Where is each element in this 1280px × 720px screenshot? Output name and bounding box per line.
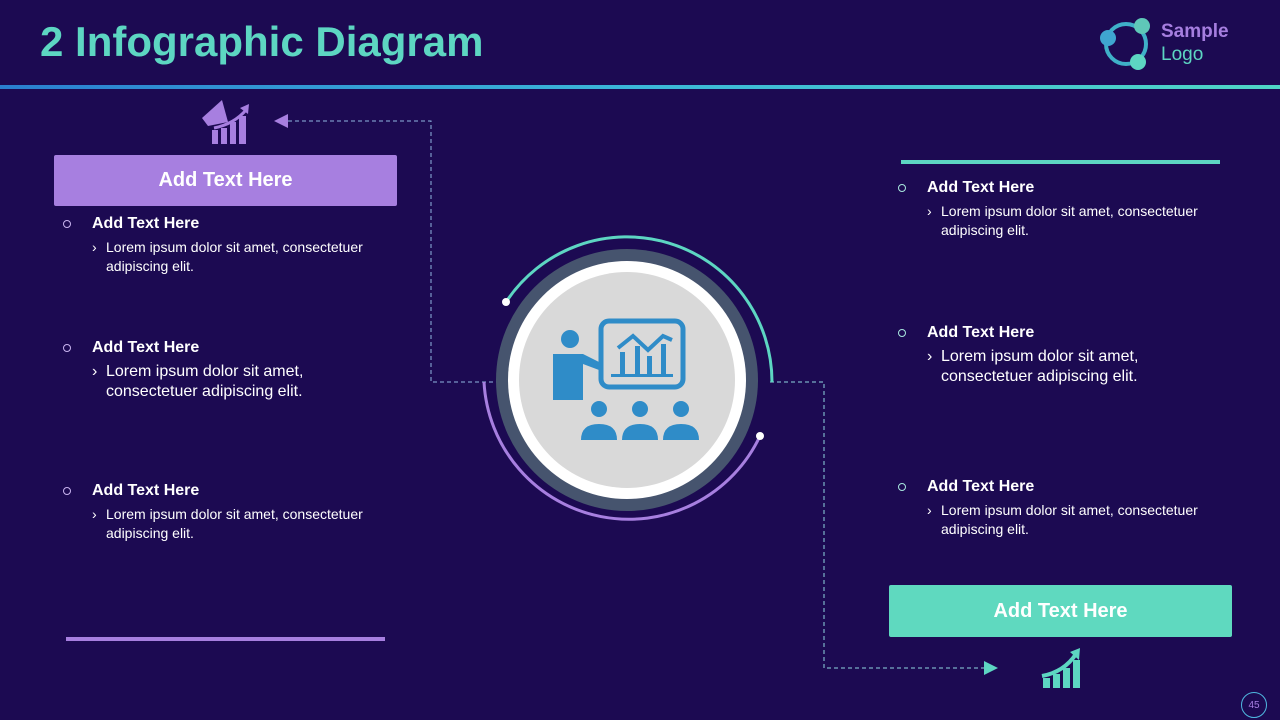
right-item-2: Add Text HereLorem ipsum dolor sit amet,… xyxy=(898,324,1198,387)
arrow-left-icon xyxy=(274,114,288,128)
logo-icon xyxy=(1100,18,1150,70)
megaphone-growth-icon xyxy=(202,100,249,144)
item-title: Add Text Here xyxy=(92,339,200,356)
item-desc: Lorem ipsum dolor sit amet, consectetuer… xyxy=(927,347,1198,387)
item-desc: Lorem ipsum dolor sit amet, consectetuer… xyxy=(927,202,1198,240)
connector-left xyxy=(288,120,497,383)
bullet-icon xyxy=(898,329,906,337)
bullet-icon xyxy=(63,220,71,228)
teal-arc xyxy=(504,235,774,383)
logo-text: Sample Logo xyxy=(1161,20,1229,66)
bullet-icon xyxy=(63,487,71,495)
item-desc: Lorem ipsum dolor sit amet, consectetuer… xyxy=(927,501,1198,539)
item-title: Add Text Here xyxy=(927,324,1035,341)
left-header-button[interactable]: Add Text Here xyxy=(54,155,397,206)
growth-chart-icon xyxy=(1041,648,1080,688)
header-divider xyxy=(0,85,1280,89)
left-item-1: Add Text HereLorem ipsum dolor sit amet,… xyxy=(63,215,363,276)
page-number: 45 xyxy=(1241,692,1267,718)
bullet-icon xyxy=(898,184,906,192)
right-header-button[interactable]: Add Text Here xyxy=(889,585,1232,637)
bullet-icon xyxy=(63,344,71,352)
presentation-icon xyxy=(553,318,699,440)
item-desc: Lorem ipsum dolor sit amet, consectetuer… xyxy=(92,238,363,276)
center-circle xyxy=(519,272,735,488)
item-desc: Lorem ipsum dolor sit amet, consectetuer… xyxy=(92,362,363,402)
item-desc: Lorem ipsum dolor sit amet, consectetuer… xyxy=(92,505,363,543)
item-title: Add Text Here xyxy=(927,478,1035,495)
connector-right xyxy=(770,381,984,669)
page-title: 2 Infographic Diagram xyxy=(40,18,484,65)
left-item-3: Add Text HereLorem ipsum dolor sit amet,… xyxy=(63,482,363,543)
right-item-3: Add Text HereLorem ipsum dolor sit amet,… xyxy=(898,478,1198,539)
bullet-icon xyxy=(898,483,906,491)
item-title: Add Text Here xyxy=(92,482,200,499)
arrow-right-icon xyxy=(984,661,998,675)
logo-line1: Sample xyxy=(1161,21,1229,42)
left-item-2: Add Text HereLorem ipsum dolor sit amet,… xyxy=(63,339,363,402)
purple-arc xyxy=(482,381,762,521)
item-title: Add Text Here xyxy=(92,215,200,232)
item-title: Add Text Here xyxy=(927,179,1035,196)
right-item-1: Add Text HereLorem ipsum dolor sit amet,… xyxy=(898,179,1198,240)
logo-line2: Logo xyxy=(1161,44,1204,65)
